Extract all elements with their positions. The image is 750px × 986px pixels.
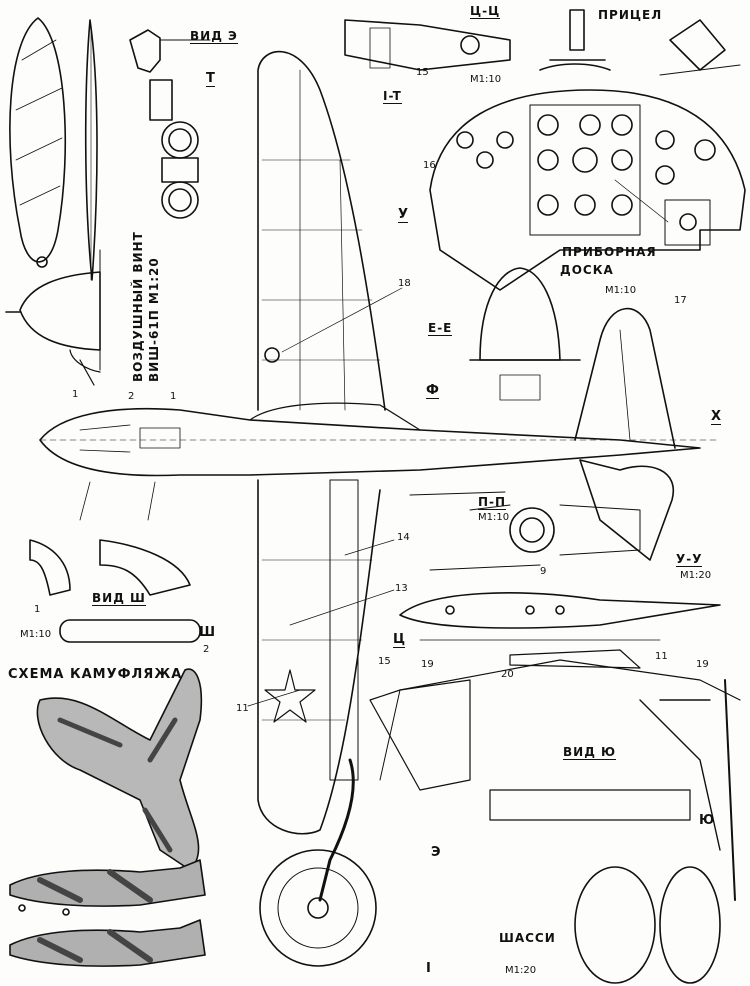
callout-14: 14 [397,532,410,543]
callout-1-a: 1 [72,389,79,400]
landing-gear-main [259,679,471,967]
propeller-caption-line1: ВОЗДУШНЫЙ ВИНТ [131,231,145,382]
callout-13: 13 [395,583,408,594]
callout-19-a: 19 [421,659,434,670]
vid-e-mechanism [129,29,211,219]
letter-u: У [398,207,409,223]
letter-x: Х [711,409,722,425]
callout-16: 16 [423,160,436,171]
scale-p-p: М1:10 [478,512,510,523]
instrument-panel [429,89,746,291]
callout-9: 9 [540,566,547,577]
scale-c-c: М1:10 [470,74,502,85]
callout-15-a: 15 [416,67,429,78]
view-label-e-e: E-E [428,321,453,336]
view-label-i-t: I-T [383,89,402,104]
propeller-blade-face [9,17,67,268]
camouflage-top [36,668,203,871]
callout-19-b: 19 [696,659,709,670]
scale-vid-sh: М1:10 [20,629,52,640]
letter-i: I [426,961,431,976]
camouflage-side-1 [9,859,206,916]
panel-caption-line2: ДОСКА [560,263,614,277]
camouflage-side-2 [9,919,206,967]
camouflage-title: СХЕМА КАМУФЛЯЖА [8,667,183,682]
panel-caption-line1: ПРИБОРНАЯ [562,245,657,259]
section-e-e [469,267,581,401]
view-label-pricel: ПРИЦЕЛ [598,8,663,22]
panel-caption-scale: М1:10 [605,285,637,296]
callout-18: 18 [398,278,411,289]
view-label-u-u: У-У [676,552,703,567]
callout-15-b: 15 [378,656,391,667]
letter-yu: Ю [699,813,715,828]
callout-20: 20 [501,669,514,680]
view-label-vid-sh: ВИД Ш [92,591,146,606]
propeller-caption-line2: ВИШ-61П М1:20 [147,257,161,382]
view-label-vid-yu: ВИД Ю [563,745,617,760]
section-p-p [409,491,641,571]
callout-2-b: 2 [203,644,210,655]
section-u-u [399,592,721,669]
letter-sh: Ш [199,625,216,640]
callout-17: 17 [674,295,687,306]
letter-t: Т [206,71,215,87]
fuselage-side [39,402,721,477]
propeller-blade-edge [84,19,98,281]
exhaust-detail [29,481,201,643]
view-label-vid-e: ВИД Э [190,29,238,44]
callout-11-a: 11 [236,703,249,714]
view-label-shassi: ШАССИ [499,931,556,945]
callout-2-a: 2 [128,391,135,402]
vertical-tail [574,307,676,449]
section-c-c [344,19,511,71]
view-label-p-p: П-П [478,495,507,510]
gunsight [539,9,741,76]
leader-lines [247,179,669,707]
scale-u-u: М1:20 [680,570,712,581]
horizontal-tail [579,459,675,561]
view-label-c-c: Ц-Ц [470,4,501,19]
letter-c: Ц [393,632,406,648]
callout-1-b: 1 [170,391,177,402]
scale-shassi: М1:20 [505,965,537,976]
callout-1-c: 1 [34,604,41,615]
propeller-spinner [5,249,101,386]
landing-gear-detail [399,659,741,984]
letter-e: Э [431,845,441,860]
propeller-caption: ВОЗДУШНЫЙ ВИНТ ВИШ-61П М1:20 [131,231,161,382]
callout-11-b: 11 [655,651,668,662]
wing-planform [257,50,386,835]
letter-f: Ф [426,383,439,399]
